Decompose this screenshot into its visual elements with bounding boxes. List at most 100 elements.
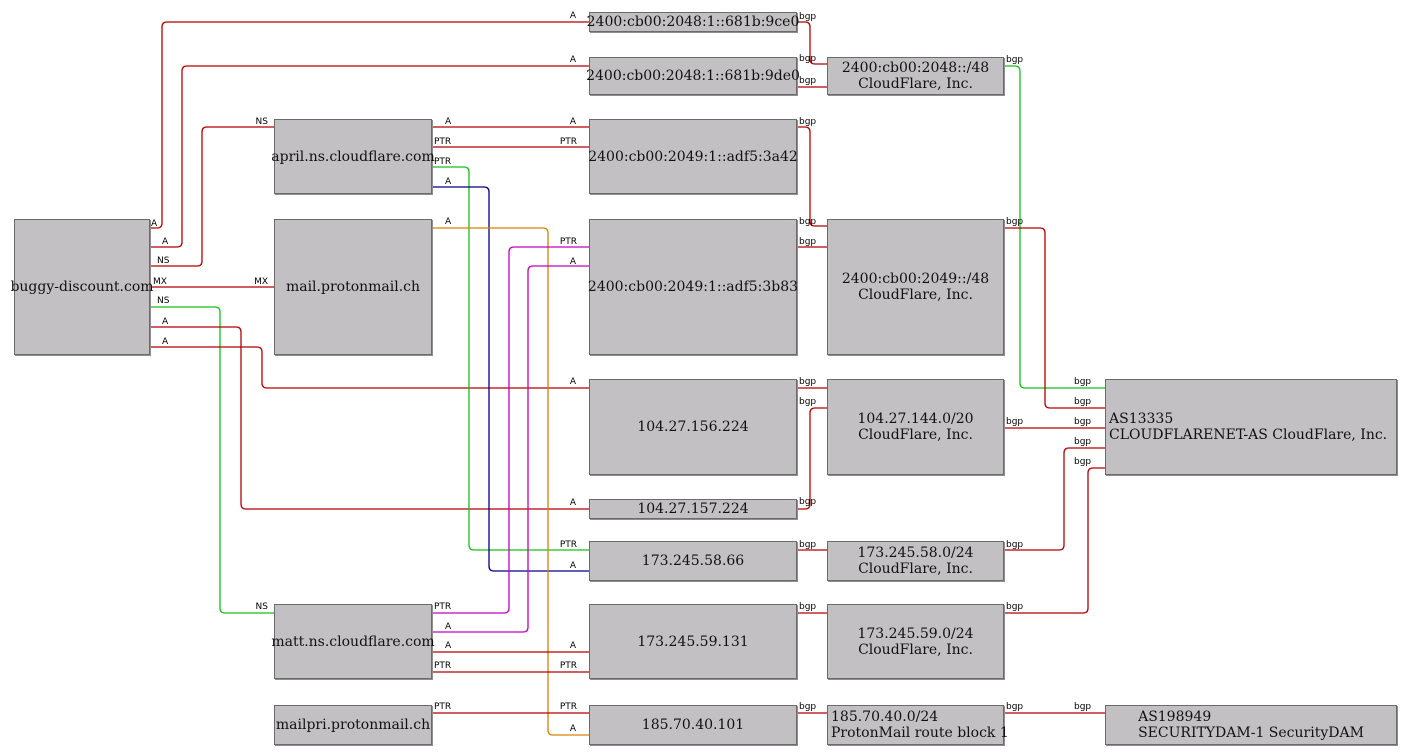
edge-label-a: A	[570, 561, 577, 571]
node-ip-173-245-58-66[interactable]: 173.245.58.66	[589, 541, 797, 581]
as-name: CLOUDFLARENET-AS CloudFlare, Inc.	[1109, 427, 1388, 443]
node-ip-104-27-157-224[interactable]: 104.27.157.224	[589, 499, 797, 519]
edge-label-ns: NS	[157, 256, 170, 266]
edge-buggy-a-9de0	[150, 65, 589, 248]
edge-label-bgp: bgp	[1074, 702, 1091, 712]
node-label: 104.27.156.224	[637, 419, 749, 435]
edge-label-ns: NS	[256, 117, 269, 127]
node-ip-adf5-3b83[interactable]: 2400:cb00:2049:1::adf5:3b83	[587, 219, 799, 355]
edge-label-ns: NS	[256, 602, 269, 612]
edge-label-bgp: bgp	[799, 76, 816, 86]
edge-label-ptr: PTR	[560, 137, 577, 147]
edge-label-bgp: bgp	[799, 117, 816, 127]
edge-april-a-173-58	[432, 186, 589, 572]
edge-label-bgp: bgp	[1006, 602, 1023, 612]
edge-label-a: A	[445, 177, 452, 187]
edge-label-bgp: bgp	[1074, 457, 1091, 467]
prefix-owner: CloudFlare, Inc.	[858, 287, 973, 303]
edge-label-bgp: bgp	[799, 497, 816, 507]
edge-label-ptr: PTR	[560, 237, 577, 247]
edge-label-a: A	[162, 317, 169, 327]
node-label: 173.245.58.66	[641, 553, 745, 569]
node-label: 2400:cb00:2049:1::adf5:3a42	[588, 148, 798, 165]
edge-label-a: A	[445, 217, 452, 227]
edge-label-a: A	[570, 377, 577, 387]
prefix-owner: CloudFlare, Inc.	[858, 641, 973, 658]
node-matt-ns[interactable]: matt.ns.cloudflare.com	[271, 604, 435, 679]
edge-label-bgp: bgp	[799, 12, 816, 22]
node-label: 2400:cb00:2048:1::681b:9ce0	[586, 14, 800, 30]
edge-label-a: A	[445, 622, 452, 632]
edge-buggy-a-104-156	[150, 346, 589, 389]
node-ip-104-27-156-224[interactable]: 104.27.156.224	[589, 379, 797, 475]
node-label: 173.245.59.131	[637, 633, 749, 650]
edge-april-ptr-173-58	[432, 166, 589, 551]
prefix-owner: CloudFlare, Inc.	[858, 561, 973, 577]
edge-label-a: A	[162, 337, 169, 347]
as-name: SECURITYDAM-1 SecurityDAM	[1138, 725, 1364, 741]
edge-label-a: A	[570, 641, 577, 651]
prefix-label: 2400:cb00:2049::/48	[841, 271, 990, 287]
prefix-owner: CloudFlare, Inc.	[858, 427, 973, 443]
edge-buggy-a-9ce0	[150, 21, 589, 229]
node-ip-185-70-40-101[interactable]: 185.70.40.101	[589, 705, 797, 745]
edge-label-ptr: PTR	[434, 602, 451, 612]
edge-bgp-3a42-pfx	[797, 126, 827, 227]
node-label: mail.protonmail.ch	[285, 279, 421, 295]
as-number: AS198949	[1138, 709, 1212, 725]
edge-label-a: A	[151, 219, 158, 229]
node-ip-adf5-3a42[interactable]: 2400:cb00:2049:1::adf5:3a42	[588, 119, 798, 194]
prefix-label: 173.245.59.0/24	[857, 625, 974, 642]
edge-bgp-pfx173-59-as	[1004, 467, 1105, 614]
node-ip-173-245-59-131[interactable]: 173.245.59.131	[589, 604, 797, 679]
edge-label-bgp: bgp	[1006, 702, 1023, 712]
edge-label-bgp: bgp	[799, 217, 816, 227]
edge-label-mx: MX	[153, 277, 167, 287]
edge-bgp-pfx173-58-as	[1004, 447, 1105, 551]
edge-label-bgp: bgp	[799, 702, 816, 712]
prefix-owner: CloudFlare, Inc.	[858, 76, 973, 92]
node-ip-681b-9ce0[interactable]: 2400:cb00:2048:1::681b:9ce0	[586, 12, 800, 32]
node-april-ns[interactable]: april.ns.cloudflare.com	[271, 119, 435, 194]
edge-label-bgp: bgp	[799, 602, 816, 612]
edge-label-bgp: bgp	[1006, 540, 1023, 550]
edge-mail-a-185	[432, 227, 589, 736]
edge-label-ptr: PTR	[434, 137, 451, 147]
edge-matt-ptr-3b83	[432, 246, 589, 614]
edge-label-ptr: PTR	[434, 157, 451, 167]
edge-label-bgp: bgp	[1006, 55, 1023, 65]
edge-bgp-pfx2048-as	[1004, 65, 1105, 389]
edge-label-mx: MX	[254, 277, 268, 287]
edge-label-a: A	[445, 641, 452, 651]
edge-label-bgp: bgp	[1006, 217, 1023, 227]
edge-label-ptr: PTR	[434, 661, 451, 671]
node-label: 104.27.157.224	[637, 501, 749, 517]
node-ip-681b-9de0[interactable]: 2400:cb00:2048:1::681b:9de0	[586, 57, 800, 95]
edge-buggy-a-104-157	[150, 326, 589, 510]
node-buggy-discount[interactable]: buggy-discount.com	[10, 219, 154, 355]
edge-bgp-104-157-pfx	[797, 407, 827, 510]
node-mail-protonmail[interactable]: mail.protonmail.ch	[274, 219, 432, 355]
edge-label-a: A	[162, 237, 169, 247]
node-label: 2400:cb00:2049:1::adf5:3b83	[587, 279, 799, 295]
node-label: april.ns.cloudflare.com	[271, 148, 435, 165]
prefix-label: 2400:cb00:2048::/48	[841, 60, 990, 76]
node-label: matt.ns.cloudflare.com	[271, 633, 435, 650]
edge-label-bgp: bgp	[1006, 417, 1023, 427]
edge-label-a: A	[570, 55, 577, 65]
edge-label-ns: NS	[157, 296, 170, 306]
node-label: 185.70.40.101	[641, 717, 745, 733]
edge-label-a: A	[570, 257, 577, 267]
edge-label-bgp: bgp	[1074, 397, 1091, 407]
node-label: mailpri.protonmail.ch	[275, 717, 431, 733]
node-mailpri-protonmail[interactable]: mailpri.protonmail.ch	[274, 705, 432, 745]
